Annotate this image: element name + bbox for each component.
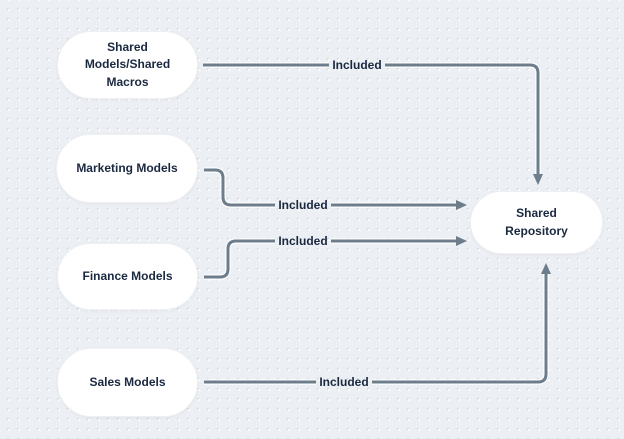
- node-sales-models[interactable]: Sales Models: [57, 348, 198, 417]
- edge-label-sales-models: Included: [319, 375, 369, 389]
- connector-sales-models-to-shared-repository: [372, 274, 548, 384]
- arrowhead-icon: [541, 263, 551, 274]
- connector-halo: [372, 274, 549, 385]
- connector-marketing-models-to-shared-repository: [204, 168, 275, 207]
- arrowhead-icon: [456, 236, 467, 246]
- edge-label-marketing-models: Included: [278, 198, 328, 212]
- node-label: Shared Models/Shared Macros: [84, 39, 171, 89]
- arrowhead-icon: [533, 174, 543, 185]
- connector-finance-models-to-shared-repository: [204, 239, 275, 279]
- node-label: Finance Models: [82, 268, 173, 283]
- node-marketing-models[interactable]: Marketing Models: [56, 134, 198, 203]
- connector-shared-models-shared-macros-to-shared-repository: [385, 63, 540, 174]
- node-finance-models[interactable]: Finance Models: [57, 243, 198, 310]
- connector-halo: [204, 238, 275, 280]
- edge-label-shared-models-shared-macros: Included: [332, 58, 382, 72]
- arrowhead-icon: [456, 200, 467, 210]
- node-label: Marketing Models: [76, 160, 178, 175]
- node-shared-repository[interactable]: Shared Repository: [470, 191, 603, 254]
- connector-halo: [385, 62, 541, 174]
- edge-label-finance-models: Included: [278, 234, 328, 248]
- node-label: Sales Models: [89, 374, 166, 389]
- connector-halo: [204, 167, 275, 208]
- node-label: Shared Repository: [505, 206, 568, 238]
- node-shared-models-shared-macros[interactable]: Shared Models/Shared Macros: [57, 31, 198, 99]
